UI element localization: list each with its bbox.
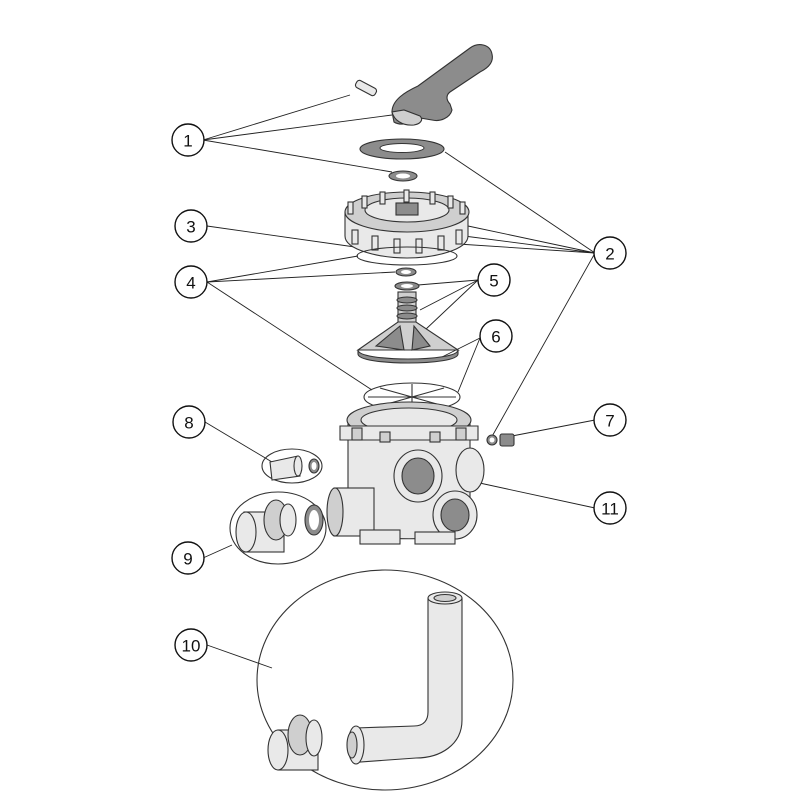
leader-2-body bbox=[489, 252, 596, 441]
stem-seal-part bbox=[394, 281, 420, 291]
callout-7: 7 bbox=[593, 403, 627, 437]
leader-4-a bbox=[206, 255, 359, 283]
callout-2-label: 2 bbox=[605, 245, 614, 264]
valve-body-part bbox=[326, 401, 485, 545]
nozzle-part bbox=[261, 448, 323, 484]
callout-6: 6 bbox=[479, 319, 513, 353]
leader-6-b bbox=[457, 337, 481, 393]
leader-5-a bbox=[417, 279, 479, 286]
leader-2-lid-a bbox=[467, 225, 596, 254]
leader-4-b bbox=[206, 271, 396, 283]
flat-gasket-part bbox=[359, 138, 445, 160]
leader-6-a bbox=[439, 337, 481, 359]
callout-8: 8 bbox=[172, 405, 206, 439]
elbow-pipe-part bbox=[256, 569, 514, 791]
callout-10-label: 10 bbox=[182, 637, 201, 656]
leader-3 bbox=[206, 225, 363, 249]
callout-3-label: 3 bbox=[186, 218, 195, 237]
callout-8-label: 8 bbox=[184, 414, 193, 433]
callout-3: 3 bbox=[174, 209, 208, 243]
leader-2-lid-c bbox=[457, 243, 596, 254]
leader-9 bbox=[202, 544, 233, 559]
callout-5-label: 5 bbox=[489, 272, 498, 291]
handle-part bbox=[391, 44, 493, 126]
callout-11: 11 bbox=[593, 491, 627, 525]
callout-11-label: 11 bbox=[601, 500, 619, 519]
lid-part bbox=[344, 189, 470, 259]
callout-7-label: 7 bbox=[605, 412, 614, 431]
pin-part bbox=[354, 79, 378, 97]
callout-9-label: 9 bbox=[183, 550, 192, 569]
callout-1: 1 bbox=[171, 123, 205, 157]
leader-10 bbox=[206, 644, 273, 669]
leader-4-c bbox=[206, 281, 373, 391]
lid-screws bbox=[347, 189, 466, 254]
leader-7 bbox=[511, 419, 596, 437]
leader-1-oring bbox=[202, 139, 393, 173]
callouts: 1 2 3 4 5 6 7 8 bbox=[171, 123, 627, 662]
leader-11 bbox=[474, 481, 596, 509]
leader-lines bbox=[202, 94, 596, 669]
callout-6-label: 6 bbox=[491, 328, 500, 347]
leader-5-b bbox=[419, 279, 479, 311]
leader-1-handle bbox=[202, 114, 393, 141]
callout-1-label: 1 bbox=[183, 132, 192, 151]
small-oring-part bbox=[388, 170, 418, 182]
leader-8 bbox=[204, 421, 273, 463]
callout-2: 2 bbox=[593, 236, 627, 270]
lid-oring-part bbox=[356, 246, 458, 266]
leader-2-lid-b bbox=[463, 235, 596, 254]
callout-10: 10 bbox=[174, 628, 208, 662]
callout-4: 4 bbox=[174, 265, 208, 299]
stem-oring-part bbox=[395, 267, 417, 277]
callout-9: 9 bbox=[171, 541, 205, 575]
leader-5-c bbox=[424, 279, 479, 331]
callout-5: 5 bbox=[477, 263, 511, 297]
rotor-part bbox=[356, 291, 460, 364]
union-part bbox=[229, 491, 327, 565]
leader-1-pin bbox=[202, 94, 351, 141]
callout-4-label: 4 bbox=[186, 274, 195, 293]
drain-plug-part bbox=[486, 433, 515, 447]
leader-2-gasket bbox=[444, 151, 596, 254]
